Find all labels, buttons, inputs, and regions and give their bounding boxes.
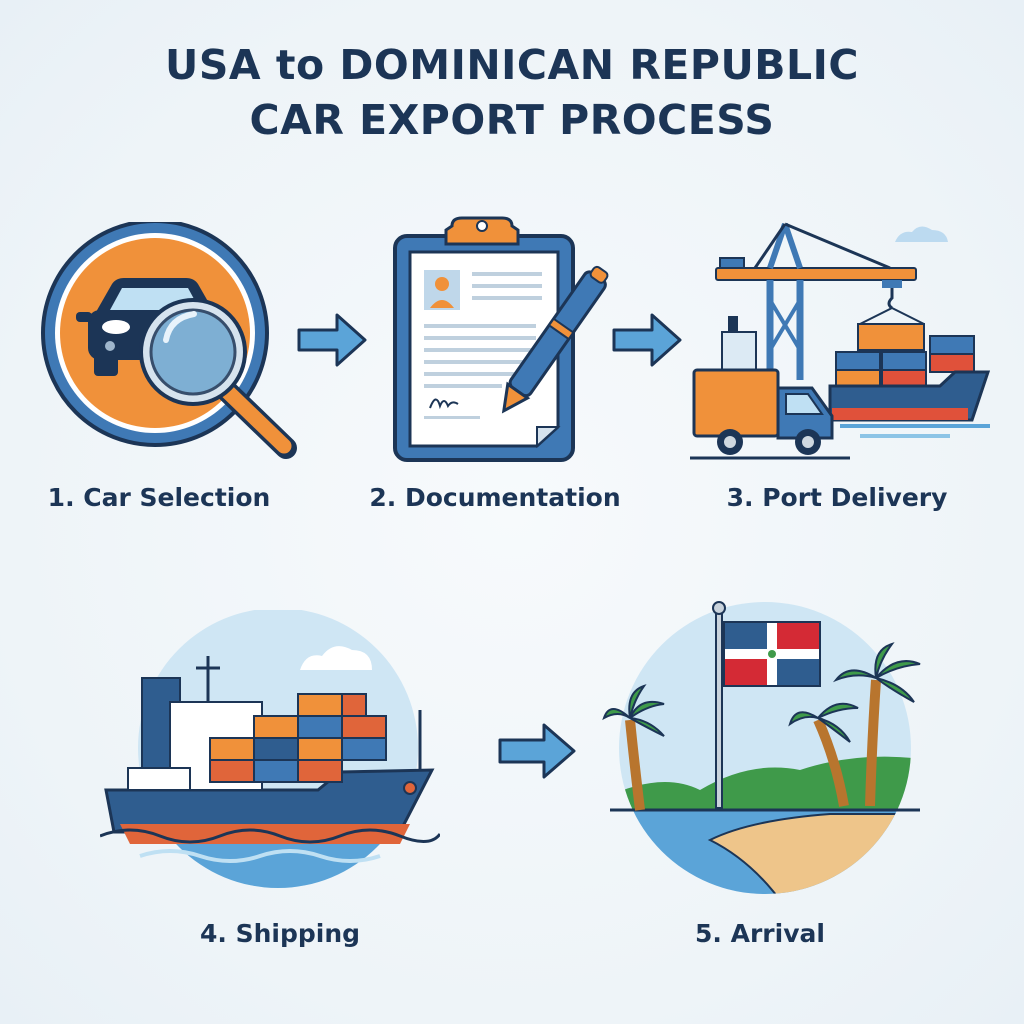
port-truck-crane-ship-icon <box>690 222 990 460</box>
arrow-right-icon <box>498 723 576 779</box>
arrow-right-icon <box>612 313 682 367</box>
title-line-2: CAR EXPORT PROCESS <box>249 96 775 144</box>
step-4-label: 4. Shipping <box>199 919 361 948</box>
arrow-right-icon <box>297 313 367 367</box>
clipboard-pen-icon <box>393 216 609 462</box>
cargo-ship-icon <box>100 610 440 888</box>
step-1-label: 1. Car Selection <box>47 483 271 512</box>
step-3-label: 3. Port Delivery <box>726 483 948 512</box>
dominican-beach-flag-icon <box>602 601 921 894</box>
page-title: USA to DOMINICAN REPUBLIC CAR EXPORT PRO… <box>0 38 1024 148</box>
car-magnifier-icon <box>41 222 297 459</box>
step-2-label: 2. Documentation <box>369 483 621 512</box>
step-5-label: 5. Arrival <box>695 919 825 948</box>
title-line-1: USA to DOMINICAN REPUBLIC <box>165 41 859 89</box>
